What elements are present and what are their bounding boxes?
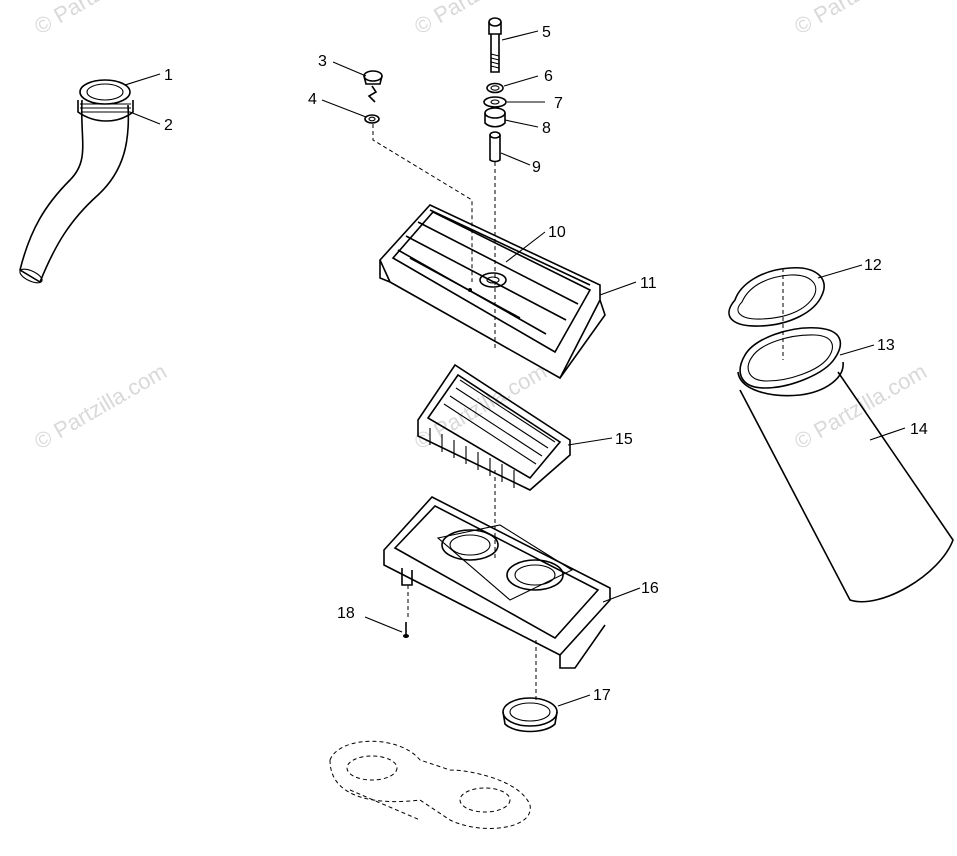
callout-9: 9 — [532, 159, 541, 176]
callout-10: 10 — [548, 224, 566, 241]
callout-5: 5 — [542, 24, 551, 41]
callouts: 1 2 3 4 5 6 7 8 9 10 11 12 13 14 15 16 1… — [164, 24, 928, 704]
watermark: © Partzilla.com — [30, 359, 171, 455]
bolt-stack-5-9 — [483, 17, 507, 163]
gasket-ring-12 — [728, 267, 825, 327]
callout-3: 3 — [318, 53, 327, 70]
callout-18: 18 — [337, 605, 355, 622]
callout-8: 8 — [542, 120, 551, 137]
screw-18 — [403, 622, 409, 638]
callout-12: 12 — [864, 257, 882, 274]
dashed-reference-part — [329, 740, 531, 829]
callout-15: 15 — [615, 431, 633, 448]
watermark: © Partzilla.com — [790, 359, 931, 455]
dashed-assembly-lines — [372, 124, 784, 700]
callout-11: 11 — [640, 275, 657, 292]
callout-13: 13 — [877, 337, 895, 354]
callout-1: 1 — [164, 67, 173, 84]
callout-6: 6 — [544, 68, 553, 85]
airbox-lid — [379, 204, 606, 380]
callout-4: 4 — [308, 91, 317, 108]
intake-duct-right — [737, 327, 954, 603]
intake-tube-left — [19, 79, 134, 284]
leader-lines — [124, 30, 906, 707]
air-filter — [417, 363, 571, 491]
watermark: © Partzilla.com — [790, 0, 931, 39]
watermark: © Partzilla.com — [410, 359, 551, 455]
callout-16: 16 — [641, 580, 659, 597]
small-hardware-3-4 — [363, 70, 383, 124]
callout-17: 17 — [593, 687, 611, 704]
callout-2: 2 — [164, 117, 173, 134]
callout-14: 14 — [910, 421, 928, 438]
airbox-base — [383, 496, 611, 669]
watermark: © Partzilla.com — [30, 0, 171, 39]
callout-7: 7 — [554, 95, 563, 112]
grommet-17 — [502, 697, 558, 733]
